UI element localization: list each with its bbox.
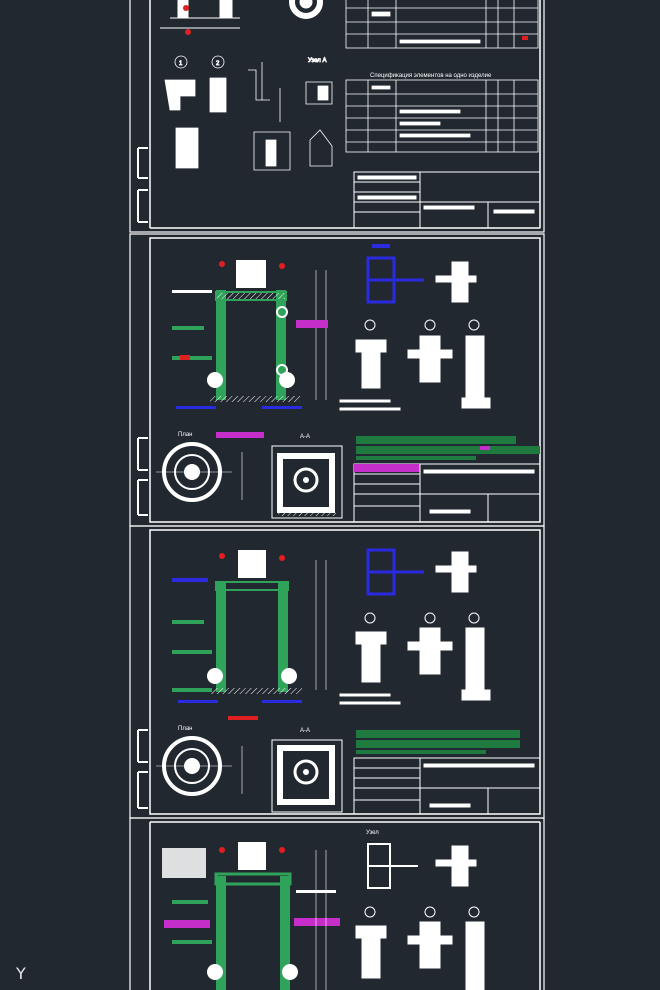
view-label: Узел bbox=[366, 830, 379, 836]
plan-view-3[interactable] bbox=[156, 736, 243, 796]
drawing-sheet-2[interactable]: План А-А bbox=[129, 233, 545, 527]
detail-marks[interactable]: 1 2 Узел А bbox=[164, 55, 333, 171]
section-view-3[interactable] bbox=[271, 739, 343, 813]
drawing-sheet-4[interactable]: Узел bbox=[129, 817, 545, 990]
detail-blue-2[interactable] bbox=[366, 244, 424, 304]
detail-blue-3[interactable] bbox=[366, 548, 424, 596]
spec-title: Спецификация элементов на одно изделие bbox=[370, 73, 492, 79]
title-block-2[interactable] bbox=[353, 463, 541, 523]
ucs-y-axis-label: Y bbox=[16, 964, 26, 983]
spec-table[interactable] bbox=[345, 79, 539, 153]
view-label: Узел А bbox=[308, 58, 326, 64]
detail-top[interactable] bbox=[160, 0, 323, 35]
node-details-3[interactable] bbox=[339, 551, 491, 705]
title-block-3[interactable] bbox=[353, 757, 541, 815]
section-view-2[interactable] bbox=[271, 445, 343, 519]
notes-3[interactable] bbox=[356, 730, 520, 754]
wall-section-4[interactable] bbox=[162, 842, 340, 990]
wall-section-3[interactable] bbox=[172, 550, 327, 720]
node-details-2[interactable] bbox=[339, 261, 491, 411]
mark-2-label: 2 bbox=[216, 61, 220, 67]
section-label: А-А bbox=[300, 728, 310, 734]
plan-label: План bbox=[178, 726, 192, 732]
margin-marks bbox=[137, 147, 148, 223]
spec-table-top[interactable] bbox=[345, 0, 539, 49]
drawing-sheet-1[interactable]: 1 2 Узел А Спецификация элементов на одн… bbox=[129, 0, 545, 233]
title-block-1[interactable] bbox=[353, 171, 541, 229]
margin-marks bbox=[137, 437, 148, 516]
section-label: А-А bbox=[300, 434, 310, 440]
plan-view-2[interactable] bbox=[156, 432, 264, 502]
drawing-sheet-3[interactable]: План А-А bbox=[129, 525, 545, 819]
node-details-4[interactable] bbox=[355, 843, 485, 990]
notes-2[interactable] bbox=[356, 436, 540, 460]
mark-1-label: 1 bbox=[179, 61, 183, 67]
plan-label: План bbox=[178, 432, 192, 438]
margin-marks bbox=[137, 729, 148, 809]
wall-section-2[interactable] bbox=[172, 260, 328, 409]
